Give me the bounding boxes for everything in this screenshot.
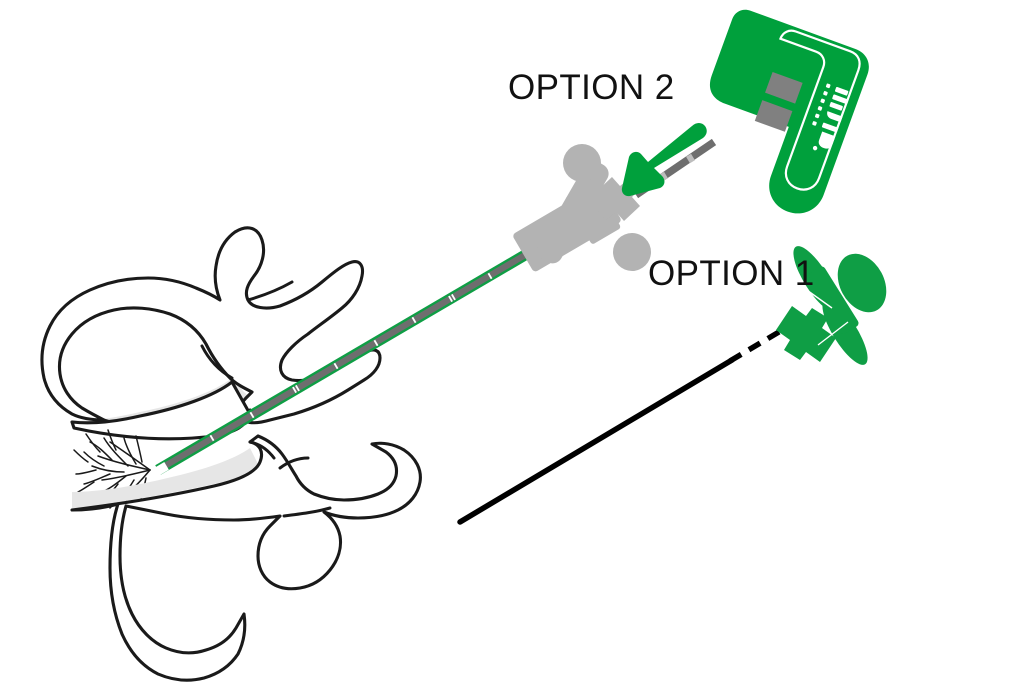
option-2-assembly[interactable] [621, 6, 874, 221]
driver-button-1[interactable] [765, 71, 803, 104]
brand-logo [812, 83, 849, 151]
lower-vertebra-facet-line [248, 440, 276, 460]
driver-white-outline [779, 29, 861, 191]
driver-button-2[interactable] [754, 100, 793, 132]
upper-vertebra-facet-line [246, 280, 294, 302]
lower-vertebra-pedicle-line [282, 506, 332, 518]
option-1-needle-dashed [728, 326, 786, 364]
option-1-crossbar [806, 266, 859, 334]
option-1-collar [776, 306, 836, 362]
bone-access-cannula[interactable] [155, 226, 569, 475]
option-2-label: OPTION 2 [508, 68, 675, 107]
hub-ball-lower [613, 233, 651, 271]
upper-vertebra-pedicle-line [200, 344, 234, 380]
attach-direction-arrow [621, 123, 707, 197]
option-1-t-handle[interactable] [776, 240, 896, 370]
powered-driver[interactable] [677, 6, 874, 221]
cannula-gray-body [156, 228, 568, 473]
cannula-tip-window [155, 462, 169, 475]
option-1-cap [837, 253, 887, 313]
option-1-assembly[interactable] [457, 240, 896, 525]
hub-cross-arm [537, 160, 609, 264]
disc-lower [72, 448, 258, 510]
option-1-label: OPTION 1 [648, 254, 815, 293]
option-1-seam-lower [817, 321, 849, 346]
lower-vertebra-superior-notch [278, 456, 310, 470]
hub-ball-upper [563, 144, 601, 182]
lower-vertebra-body [70, 434, 422, 682]
lumbar-spine-lateral-view [40, 226, 422, 682]
option-1-needle-solid [457, 357, 735, 525]
option-2-shaft-joint-2 [686, 153, 695, 164]
option-1-seam-upper [803, 287, 833, 309]
